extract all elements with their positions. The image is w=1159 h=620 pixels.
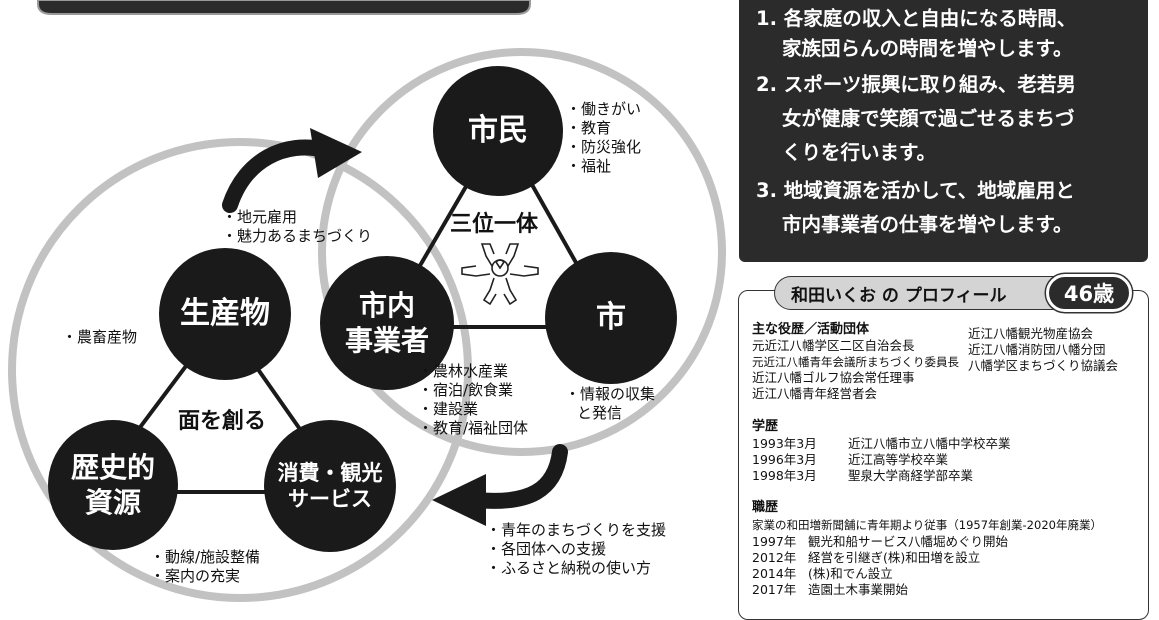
label-sanmi-ittai: 三位一体 [450, 212, 539, 237]
roles-right: 近江八幡観光物産協会 近江八幡消防団八幡分団 八幡学区まちづくり協議会 [968, 326, 1119, 373]
goal-1-line-1: 1. 各家庭の収入と自由になる時間、 [756, 7, 1077, 30]
arrow-top-head [310, 128, 362, 178]
goal-2-line-2: 女が健康で笑顔で過ごせるまちづ [782, 107, 1075, 130]
circle-seisan-group [8, 138, 472, 602]
header-bar [37, 0, 531, 15]
career-list: 1997年観光和船サービス八幡堀めぐり開始 2012年経営を引継ぎ(株)和田増を… [752, 534, 1009, 597]
roles-left: 元近江八幡学区二区自治会長 元近江八幡青年会議所まちづくり委員長 近江八幡ゴルフ… [752, 338, 959, 401]
hands-icon [461, 243, 539, 306]
node-shohi-kanko: 消費・観光 サービス [264, 420, 396, 552]
goal-2-line-3: くりを行います。 [782, 141, 937, 164]
profile-panel: 和田いくお の プロフィール 46歳 主な役歴／活動団体 元近江八幡学区二区自治… [738, 274, 1151, 620]
nochikusan-item: ・農畜産物 [62, 328, 138, 346]
circle-shimin-group [318, 48, 726, 456]
education-list: 1993年3月近江八幡市立八幡中学校卒業 1996年3月近江高等学校卒業 199… [752, 436, 1011, 483]
arrow-bottom [467, 444, 568, 509]
goal-3-line-1: 3. 地域資源を活かして、地域雇用と [756, 179, 1075, 202]
roles-heading: 主な役歴／活動団体 [752, 322, 870, 337]
goal-3-line-2: 市内事業者の仕事を増やします。 [782, 213, 1073, 236]
jigyosha-items: ・農林水産業 ・宿泊/飲食業 ・建設業 ・教育/福祉団体 [418, 362, 529, 437]
age-badge: 46歳 [1046, 274, 1132, 312]
arrow-bottom-head [432, 474, 486, 526]
chigen-items: ・地元雇用 ・魅力あるまちづくり [222, 208, 373, 245]
career-note: 家業の和田増新聞舗に青年期より従事（1957年創業-2020年廃業） [752, 518, 1102, 532]
goal-2-line-1: 2. スポーツ振興に取り組み、老若男 [756, 73, 1076, 96]
career-heading: 職歴 [752, 500, 779, 515]
node-rekishi-shigen: 歴史的 資源 [48, 420, 178, 550]
rekishi-items: ・動線/施設整備 ・案内の充実 [150, 548, 261, 585]
node-shi: 市 [545, 252, 677, 384]
shimin-items: ・働きがい ・教育 ・防災強化 ・福祉 [566, 100, 642, 175]
goal-1-line-2: 家族団らんの時間を増やします。 [782, 37, 1073, 60]
education-heading: 学歴 [752, 419, 779, 434]
shi-items: ・情報の収集 と発信 [565, 385, 656, 422]
label-men-wo-tsukuru: 面を創る [178, 409, 267, 434]
profile-title: 和田いくお の プロフィール [774, 276, 1080, 310]
goals-panel: 1. 各家庭の収入と自由になる時間、 家族団らんの時間を増やします。 2. スポ… [739, 0, 1148, 262]
support-items: ・青年のまちづくりを支援 ・各団体への支援 ・ふるさと納税の使い方 [486, 521, 667, 577]
arrow-top [222, 139, 333, 213]
node-shinai-jigyosha: 市内 事業者 [320, 256, 454, 390]
node-seisanbutsu: 生産物 [159, 248, 291, 380]
node-shimin: 市民 [433, 66, 563, 196]
venn-diagram: 市民 市内 事業者 市 生産物 歴史的 資源 消費・観光 サービス 三位一体 面… [8, 0, 726, 602]
